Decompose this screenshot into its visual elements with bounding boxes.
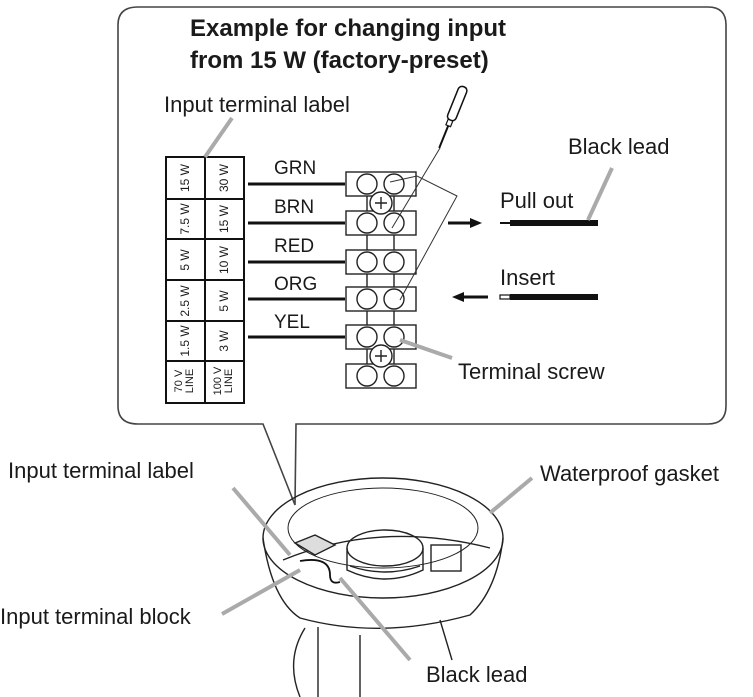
callout-title-line1: Example for changing input: [190, 15, 507, 42]
wire-leads: [248, 182, 345, 339]
leader-line: [338, 576, 412, 662]
leader-line: [586, 167, 614, 221]
terminal-block: [345, 171, 417, 389]
wire-label-grn: GRN: [274, 158, 317, 179]
terminal-screw-caption: Terminal screw: [458, 359, 605, 384]
screwdriver-icon: [438, 85, 468, 149]
input-terminal-block-caption: Input terminal block: [0, 604, 191, 629]
speaker-black-lead-caption: Black lead: [426, 662, 528, 687]
wire-label-brn: BRN: [274, 197, 315, 218]
leader-line: [203, 116, 234, 159]
insert-arrow: [452, 292, 488, 302]
pull-out-caption: Pull out: [500, 188, 574, 213]
wire-label-org: ORG: [274, 274, 318, 295]
input-terminal-label-caption: Input terminal label: [164, 92, 350, 117]
pull-out-arrow: [448, 218, 482, 228]
cell-70v-row5: 1.5 W: [178, 325, 192, 357]
wire-label-yel: YEL: [274, 312, 310, 333]
wire-label-red: RED: [274, 236, 315, 257]
black-lead-caption: Black lead: [568, 134, 670, 159]
callout-title-line2: from 15 W (factory-preset): [190, 47, 489, 74]
leader-line: [231, 486, 292, 557]
cell-100v-row5: 3 W: [217, 330, 231, 352]
black-lead-pulled: [510, 220, 598, 226]
cell-100v-footer: 100 V LINE: [212, 366, 235, 396]
insert-caption: Insert: [500, 265, 556, 290]
cell-70v-footer: 70 V LINE: [173, 368, 196, 394]
leader-line: [488, 476, 534, 515]
speaker-input-terminal-label-caption: Input terminal label: [8, 458, 194, 483]
waterproof-gasket-caption: Waterproof gasket: [540, 461, 719, 486]
leader-line: [221, 568, 301, 616]
speaker-enclosure: [262, 477, 504, 697]
callout-box: [117, 6, 727, 506]
black-lead-insert: [510, 294, 598, 300]
leader-line: [399, 338, 453, 360]
terminal-screws: [356, 173, 405, 387]
